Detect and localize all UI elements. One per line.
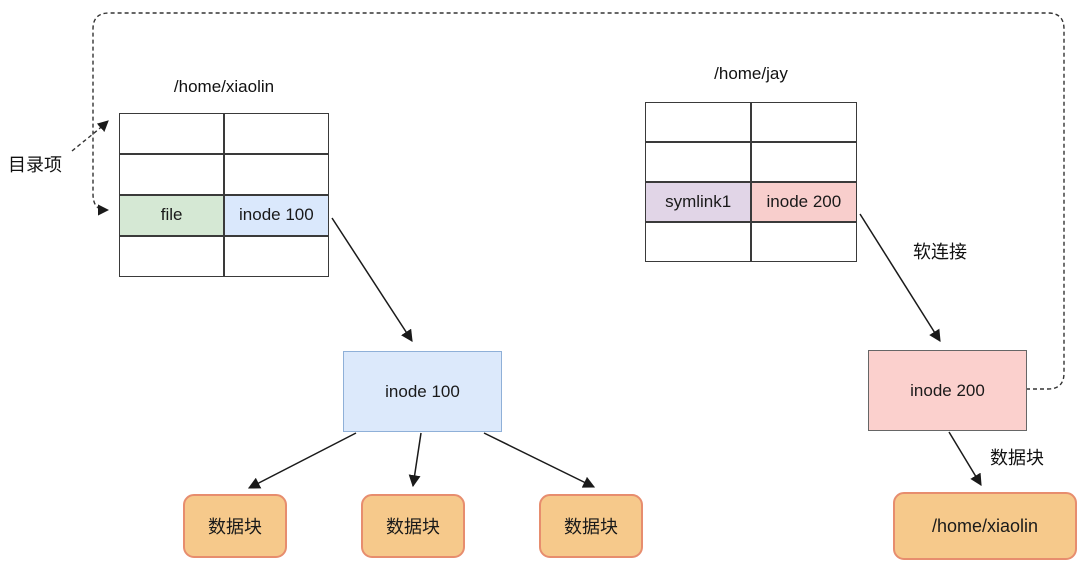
dir-entry-label: 目录项 [8,155,62,175]
inode200-datablock-connector [948,431,982,487]
datablock1-connector [247,432,357,489]
table-cell [646,103,751,142]
data-block-3: 数据块 [539,494,643,558]
table-cell [751,142,856,182]
data-block-2: 数据块 [361,494,465,558]
xiaolin-directory-table: file inode 100 [119,113,329,277]
symlink-entry-inode-cell: inode 200 [751,182,856,222]
xiaolin-table-title: /home/xiaolin [173,77,275,96]
data-block-1: 数据块 [183,494,287,558]
jay-directory-table: symlink1 inode 200 [645,102,857,262]
jay-table-title: /home/jay [714,64,788,83]
table-cell [751,103,856,142]
file-entry-name-cell: file [120,195,224,236]
data-block-arrow-label: 数据块 [990,448,1044,468]
table-cell [224,154,328,195]
softlink-connector [859,213,941,343]
table-cell [751,222,856,261]
dir-entry-connector [71,120,109,152]
table-cell [120,236,224,276]
datablock2-connector [408,432,422,488]
inode200-box: inode 200 [868,350,1027,431]
inode100-connector [331,217,413,343]
symlink-target-block: /home/xiaolin [893,492,1077,560]
datablock3-connector [483,432,596,488]
table-cell [646,142,751,182]
table-cell [646,222,751,261]
symlink-entry-name-cell: symlink1 [646,182,751,222]
table-cell [224,114,328,154]
inode100-box: inode 100 [343,351,502,432]
table-cell [120,114,224,154]
file-entry-inode-cell: inode 100 [224,195,328,236]
soft-link-label: 软连接 [913,242,967,262]
table-cell [120,154,224,195]
table-cell [224,236,328,276]
